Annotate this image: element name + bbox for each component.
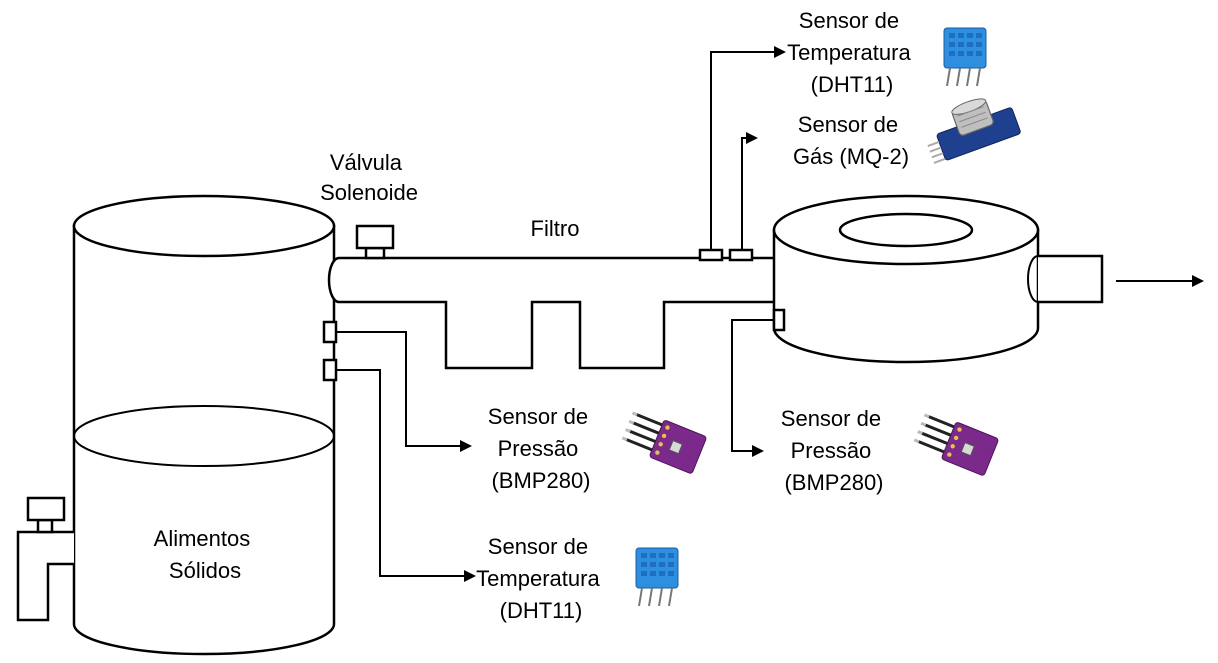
food-tank — [72, 194, 336, 656]
bmp280-icon-right — [911, 409, 1000, 477]
gas-sensor-label: Sensor de Gás (MQ-2) — [793, 112, 909, 169]
drain-valve — [16, 496, 74, 622]
solenoid-valve — [355, 224, 395, 260]
pressure-sensor-left-label: Sensor de Pressão (BMP280) — [488, 404, 594, 493]
mq2-icon — [917, 87, 1023, 166]
bmp280-icon-left — [619, 407, 708, 475]
pressure-sensor-right-label: Sensor de Pressão (BMP280) — [781, 406, 887, 495]
filter-pipe — [327, 256, 790, 370]
filter-label: Filtro — [531, 216, 580, 241]
dht11-icon-top — [943, 27, 987, 87]
dht11-icon-bottom — [635, 547, 679, 607]
chamber — [772, 194, 1104, 364]
sensor-connections — [322, 46, 786, 582]
temperature-sensor-top-label: Sensor de Temperatura (DHT11) — [787, 8, 917, 97]
tank-label: Alimentos Sólidos — [154, 526, 257, 583]
valve-label: Válvula Solenoide — [320, 150, 418, 205]
temperature-sensor-bottom-label: Sensor de Temperatura (DHT11) — [476, 534, 606, 623]
